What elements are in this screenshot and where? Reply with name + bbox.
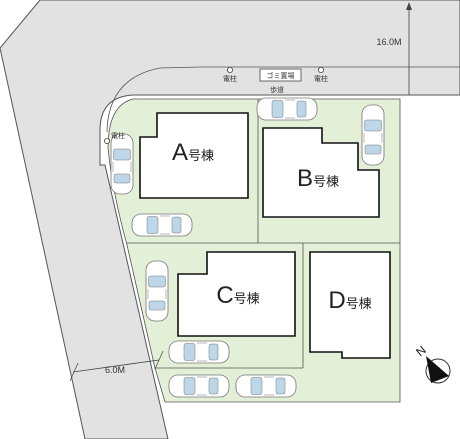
- pole-3-label: 電柱: [111, 131, 125, 140]
- building-b: B号棟: [262, 127, 380, 218]
- compass: N: [413, 343, 451, 384]
- car-a-side: [110, 133, 134, 195]
- svg-text:C号棟: C号棟: [216, 282, 259, 309]
- svg-text:B号棟: B号棟: [297, 165, 339, 192]
- garbage-station-label: ゴミ置場: [267, 71, 295, 80]
- utility-pole-2: 電柱: [314, 67, 328, 83]
- north-road-width-label: 16.0M: [376, 37, 401, 47]
- car-a-bottom: [131, 213, 193, 237]
- building-a-letter: A: [172, 139, 188, 166]
- utility-pole-3: 電柱: [104, 131, 125, 144]
- car-b-side: [361, 104, 385, 166]
- car-b-top: [256, 97, 318, 121]
- building-c-letter: C: [216, 282, 233, 309]
- car-d-right: [235, 374, 297, 398]
- svg-text:A号棟: A号棟: [172, 139, 214, 166]
- west-road-dimension: 6.0M: [69, 350, 164, 382]
- building-d: D号棟: [309, 251, 391, 359]
- building-a-suffix: 号棟: [188, 148, 214, 163]
- west-road-width-label: 6.0M: [105, 365, 125, 375]
- pole-1-label: 電柱: [223, 74, 237, 83]
- svg-text:D号棟: D号棟: [328, 287, 371, 314]
- building-c: C号棟: [177, 251, 296, 337]
- car-c-side: [145, 260, 169, 322]
- building-a: A号棟: [139, 112, 249, 199]
- car-d-left: [168, 374, 230, 398]
- building-d-letter: D: [328, 287, 345, 314]
- utility-pole-1: 電柱: [223, 67, 237, 83]
- sidewalk-label: 歩道: [270, 85, 284, 94]
- building-d-suffix: 号棟: [346, 296, 372, 311]
- building-b-suffix: 号棟: [313, 174, 339, 189]
- garbage-station: ゴミ置場: [259, 68, 302, 82]
- car-c-bottom: [168, 340, 230, 364]
- north-road-dimension: 16.0M: [376, 2, 412, 95]
- lot-boundaries: [107, 98, 401, 403]
- pole-2-label: 電柱: [314, 74, 328, 83]
- building-c-suffix: 号棟: [234, 291, 260, 306]
- building-b-letter: B: [297, 165, 313, 192]
